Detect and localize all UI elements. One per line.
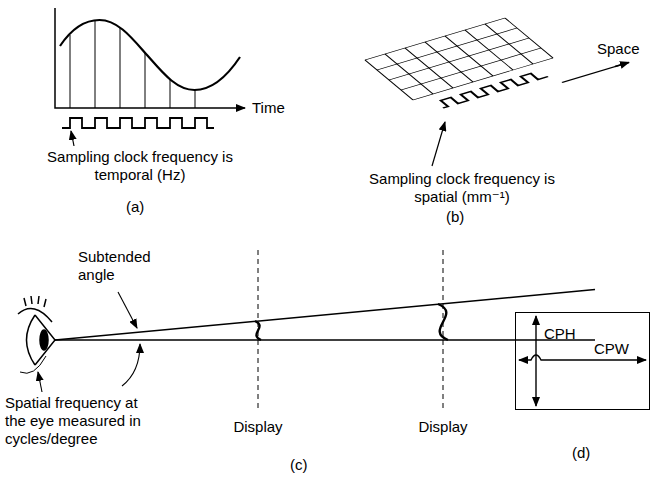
panel-label: (a)	[126, 198, 144, 216]
temporal-plot	[55, 8, 245, 146]
frame-arrows	[519, 316, 646, 406]
panel-label: (c)	[290, 456, 308, 474]
panel-label: (b)	[446, 208, 464, 226]
caption-text: Sampling clock frequency is spatial (mm⁻…	[362, 170, 562, 206]
spatial-grid	[365, 3, 627, 120]
display-label: Display	[418, 418, 467, 436]
dimension-label: CPW	[594, 340, 629, 358]
pointer-arrow	[432, 122, 445, 166]
display-label: Display	[233, 418, 282, 436]
frame-box: CPH CPW	[515, 312, 650, 410]
dimension-label: CPH	[544, 325, 576, 343]
caption-text: Sampling clock frequency is temporal (Hz…	[45, 148, 235, 184]
annotation: Subtended angle	[78, 248, 168, 284]
space-arrow	[615, 62, 629, 66]
panel-label: (d)	[572, 444, 590, 462]
axis-label: Space	[597, 40, 640, 58]
axis-label: Time	[252, 99, 285, 117]
annotation: Spatial frequency at the eye measured in…	[5, 394, 150, 448]
